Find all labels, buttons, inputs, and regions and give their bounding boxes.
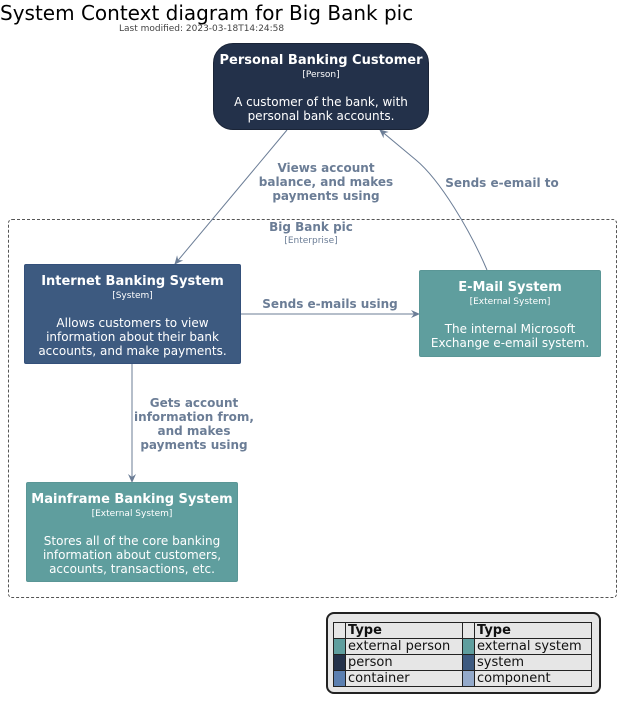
node-description: The internal Microsoft Exchange e-email … <box>430 322 590 350</box>
legend-label: system <box>474 654 592 671</box>
diagram-title: System Context diagram for Big Bank pic <box>0 1 414 25</box>
node-description: Allows customers to view information abo… <box>38 316 227 358</box>
node-description: Stores all of the core banking informati… <box>42 534 222 576</box>
legend-header-left: Type <box>345 622 463 639</box>
legend-label: component <box>474 670 592 687</box>
relation-label-views: Views account balance, and makes payment… <box>258 161 394 203</box>
legend-swatch <box>333 670 346 687</box>
node-type: [System] <box>112 291 153 301</box>
legend: Type Type external person external syste… <box>326 612 601 694</box>
legend-header-right: Type <box>474 622 592 639</box>
legend-label: container <box>345 670 463 687</box>
relation-label-gets-account: Gets account information from, and makes… <box>134 396 254 452</box>
enterprise-boundary <box>8 219 617 598</box>
edge-email-to-customer <box>379 129 488 271</box>
legend-label: person <box>345 654 463 671</box>
node-type: [Person] <box>302 70 340 80</box>
legend-swatch <box>462 670 475 687</box>
legend-swatch <box>333 654 346 671</box>
node-title: E-Mail System <box>458 280 562 295</box>
legend-label: external person <box>345 638 463 655</box>
legend-header-swatch <box>462 622 475 639</box>
edge-customer-to-internet-banking <box>174 129 288 265</box>
node-title: Personal Banking Customer <box>219 53 423 68</box>
legend-label: external system <box>474 638 592 655</box>
legend-swatch <box>462 654 475 671</box>
legend-table: Type Type external person external syste… <box>333 622 592 687</box>
relation-label-sends-emails-using: Sends e-mails using <box>262 297 398 311</box>
legend-swatch <box>462 638 475 655</box>
mainframe-banking-system-node: Mainframe Banking System [External Syste… <box>26 482 238 582</box>
internet-banking-system-node: Internet Banking System [System] Allows … <box>24 264 241 364</box>
node-type: [External System] <box>91 509 173 519</box>
boundary-type: [Enterprise] <box>284 236 338 246</box>
node-type: [External System] <box>469 297 551 307</box>
boundary-title: Big Bank pic <box>269 220 353 234</box>
node-title: Mainframe Banking System <box>31 492 233 507</box>
personal-banking-customer-node: Personal Banking Customer [Person] A cus… <box>213 43 429 130</box>
node-description: A customer of the bank, with personal ba… <box>234 95 408 123</box>
relation-label-sends-email-to: Sends e-email to <box>445 176 559 190</box>
email-system-node: E-Mail System [External System] The inte… <box>419 270 601 357</box>
legend-header-swatch <box>333 622 346 639</box>
node-title: Internet Banking System <box>41 274 224 289</box>
last-modified: Last modified: 2023-03-18T14:24:58 <box>119 24 285 34</box>
legend-swatch <box>333 638 346 655</box>
